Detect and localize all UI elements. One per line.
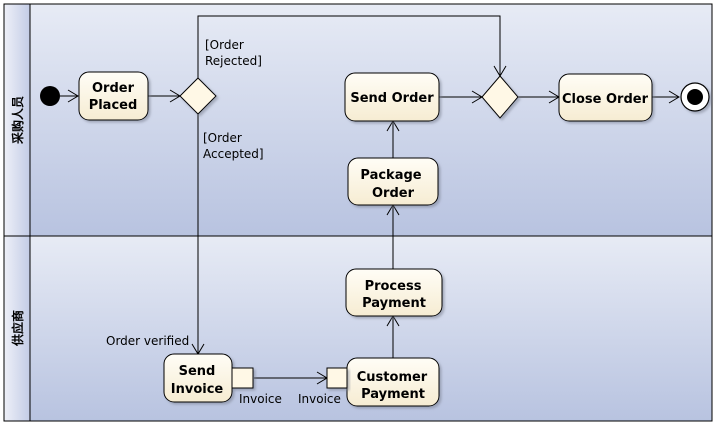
- decision-node-order-status[interactable]: [179, 77, 217, 115]
- input-pin-label: Invoice: [298, 392, 341, 406]
- action-process-payment-label-line1: Process: [365, 279, 422, 294]
- guard-order-accepted-line2: Accepted]: [203, 147, 264, 161]
- output-pin-invoice[interactable]: [231, 367, 254, 389]
- swimlane-supplier-label: 供应商: [10, 310, 25, 347]
- action-process-payment[interactable]: Process Payment: [345, 268, 443, 317]
- action-order-placed-label-line1: Order: [92, 81, 135, 96]
- action-send-order-box: [344, 72, 440, 122]
- final-node-dot: [687, 89, 703, 105]
- guard-order-accepted-line1: [Order: [203, 131, 242, 145]
- action-package-order[interactable]: Package Order: [347, 157, 439, 206]
- action-package-order-label-line2: Order: [372, 186, 415, 201]
- swimlane-purchasing-header: [3, 3, 31, 237]
- final-node[interactable]: [680, 82, 710, 112]
- action-send-invoice[interactable]: Send Invoice: [163, 353, 233, 403]
- guard-order-rejected-line2: Rejected]: [205, 54, 262, 68]
- action-send-order[interactable]: Send Order: [344, 72, 440, 122]
- action-process-payment-box: [345, 268, 443, 317]
- merge-node[interactable]: [481, 75, 519, 119]
- action-order-placed-box: [78, 71, 149, 121]
- edge-rejected-path: [197, 15, 501, 78]
- swimlane-purchasing-label: 采购人员: [10, 96, 25, 145]
- output-pin-label: Invoice: [239, 392, 282, 406]
- edges: [60, 15, 680, 385]
- action-close-order-box: [558, 73, 653, 122]
- arrowhead-order-placed: [67, 89, 79, 103]
- action-close-order[interactable]: Close Order: [558, 73, 653, 122]
- action-order-placed[interactable]: Order Placed: [78, 71, 149, 121]
- action-send-order-label: Send Order: [350, 91, 434, 106]
- action-customer-payment[interactable]: Customer Payment: [346, 357, 440, 407]
- action-customer-payment-label-line2: Payment: [361, 387, 425, 402]
- action-send-invoice-label-line1: Send: [179, 364, 216, 379]
- guard-order-rejected-line1: [Order: [205, 38, 244, 52]
- swimlane-supplier-header: [3, 235, 31, 422]
- initial-node[interactable]: [40, 86, 60, 106]
- action-process-payment-label-line2: Payment: [362, 296, 426, 311]
- action-order-placed-label-line2: Placed: [89, 98, 138, 113]
- input-pin-invoice[interactable]: [326, 367, 348, 389]
- action-close-order-label: Close Order: [562, 92, 649, 107]
- action-package-order-box: [347, 157, 439, 206]
- guard-order-verified: Order verified: [106, 334, 189, 348]
- action-customer-payment-label-line1: Customer: [357, 370, 428, 385]
- action-package-order-label-line1: Package: [360, 168, 421, 183]
- action-send-invoice-label-line2: Invoice: [171, 382, 224, 397]
- arrowhead-final: [668, 90, 680, 104]
